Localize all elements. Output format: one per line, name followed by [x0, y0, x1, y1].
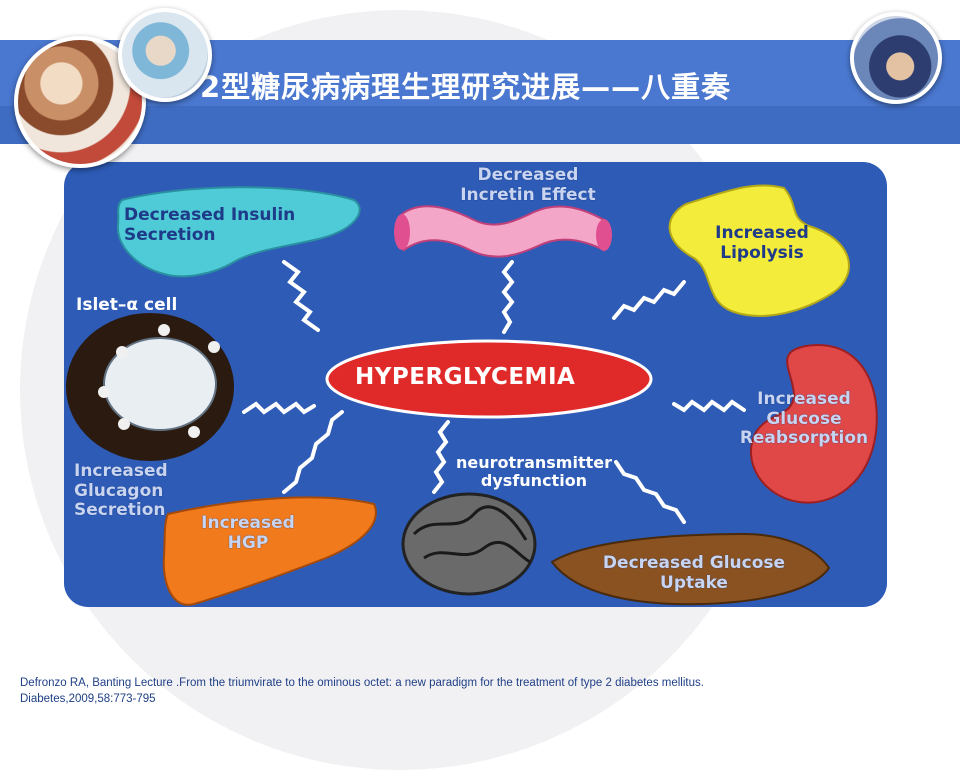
- arrow-neuro: [432, 420, 450, 494]
- label-hgp: Increased HGP: [201, 513, 295, 553]
- intestine-end-left: [394, 214, 410, 250]
- brain-shape: [401, 492, 537, 596]
- arrow-insulin: [282, 260, 320, 332]
- islet-cell-inner: [103, 337, 217, 431]
- liver-shape: [162, 496, 377, 606]
- intestine-end-right: [596, 219, 612, 251]
- arrow-liver: [282, 410, 344, 494]
- hands-photo: [850, 12, 942, 104]
- center-ellipse: [325, 339, 653, 419]
- intestine-shape: [400, 205, 605, 258]
- arrow-incretin: [501, 260, 515, 334]
- pancreas-shape: [116, 186, 361, 278]
- label-incretin: Decreased Incretin Effect: [460, 165, 596, 205]
- diagram-illustration: [66, 184, 878, 606]
- label-neuro: neurotransmitter dysfunction: [456, 453, 612, 491]
- arrow-muscle: [614, 460, 686, 524]
- doctor-photo: [118, 8, 212, 102]
- label-insulin: Decreased Insulin Secretion: [124, 205, 296, 245]
- kidney-shape: [750, 343, 878, 504]
- slide-title: 2型糖尿病病理生理研究进展——八重奏: [200, 70, 732, 104]
- arrow-lipolysis: [612, 280, 686, 320]
- octet-diagram: HYPERGLYCEMIA Decreased Insulin Secretio…: [64, 162, 887, 607]
- label-reabsorption: Increased Glucose Reabsorption: [739, 389, 869, 449]
- arrow-kidney: [672, 399, 746, 413]
- arrow-islet: [242, 401, 316, 415]
- muscle-shape: [550, 532, 831, 606]
- label-lipolysis: Increased Lipolysis: [715, 223, 809, 263]
- citation: Defronzo RA, Banting Lecture .From the t…: [20, 677, 704, 705]
- center-label: HYPERGLYCEMIA: [355, 364, 576, 390]
- label-islet: Islet–α cell: [76, 295, 178, 315]
- fat-cell-shape: [668, 184, 850, 317]
- label-glucagon: Increased Glucagon Secretion: [74, 461, 168, 521]
- label-uptake: Decreased Glucose Uptake: [602, 553, 786, 593]
